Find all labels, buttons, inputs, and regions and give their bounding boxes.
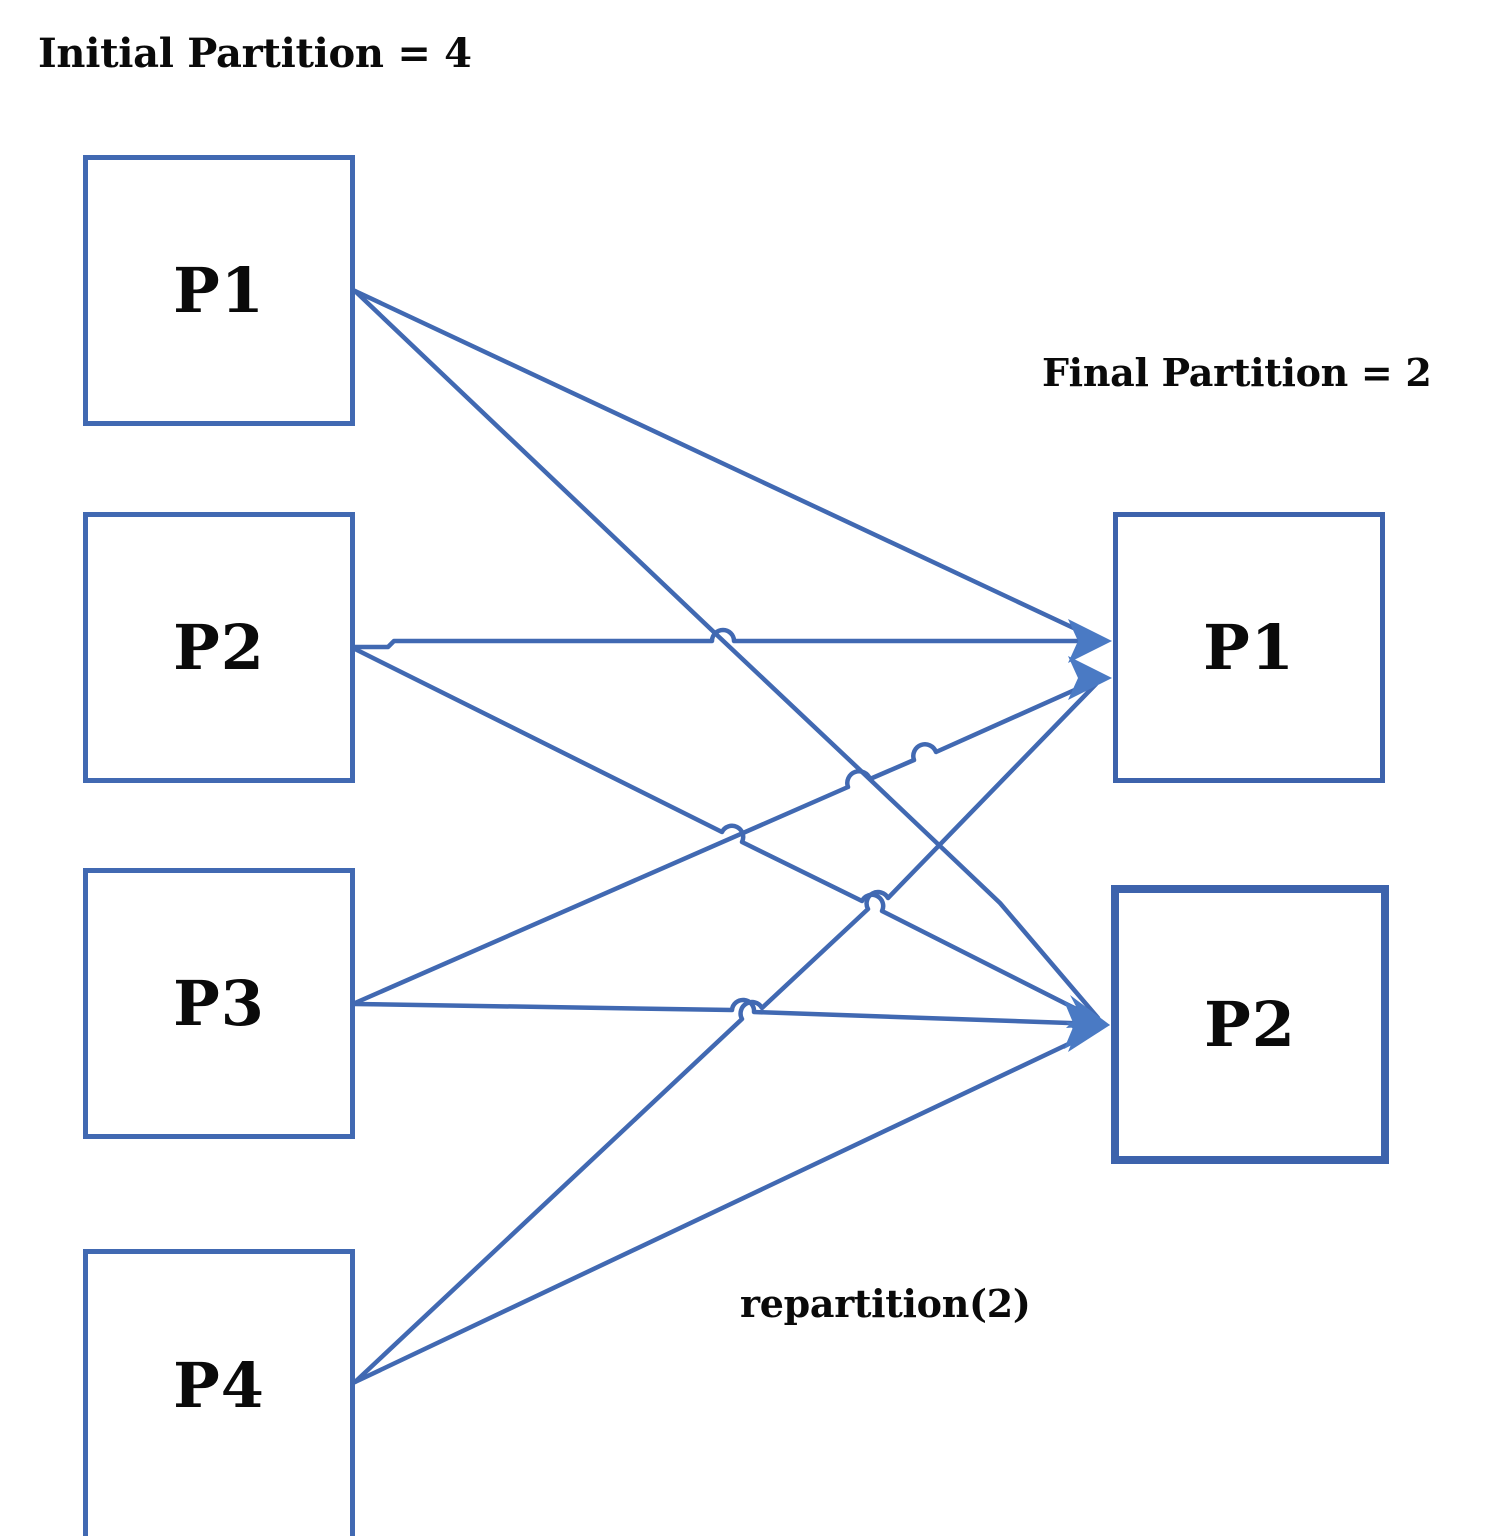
arrowhead-into-dst-p1-upper <box>1068 619 1112 663</box>
repartition-operation-label: repartition(2) <box>740 1281 1031 1326</box>
source-partition-label-p2: P2 <box>173 610 265 684</box>
arrowhead-into-dst-p2-c <box>1066 1022 1110 1052</box>
source-partition-box-p4[interactable]: P4 <box>83 1249 355 1536</box>
initial-partition-label: Initial Partition = 4 <box>38 30 472 77</box>
arrowhead-into-dst-p1-lower <box>1068 656 1112 700</box>
arrowhead-into-dst-p2-b <box>1066 995 1110 1028</box>
source-partition-label-p4: P4 <box>173 1349 265 1422</box>
source-partition-box-p1[interactable]: P1 <box>83 155 355 426</box>
target-partition-box-p2[interactable]: P2 <box>1111 885 1389 1164</box>
source-partition-box-p2[interactable]: P2 <box>83 512 355 783</box>
edge-p4-to-p2 <box>352 1027 1101 1385</box>
target-partition-label-p1: P1 <box>1203 610 1295 684</box>
arrowhead-into-dst-p2-a <box>1064 1001 1110 1049</box>
target-partition-label-p2: P2 <box>1204 987 1296 1061</box>
edge-p2-to-p1 <box>352 627 1098 650</box>
edge-p2-to-p2 <box>352 646 1101 1023</box>
source-partition-label-p3: P3 <box>173 966 265 1040</box>
edge-p3-to-p2 <box>352 997 1101 1027</box>
source-partition-box-p3[interactable]: P3 <box>83 868 355 1139</box>
edge-p1-to-p1 <box>352 288 1098 641</box>
target-partition-box-p1[interactable]: P1 <box>1113 512 1385 783</box>
edge-p1-to-p2 <box>352 288 1101 1021</box>
source-partition-label-p1: P1 <box>173 253 265 327</box>
final-partition-label: Final Partition = 2 <box>1042 350 1432 395</box>
edge-p4-to-p1 <box>352 681 1099 1385</box>
edge-p3-to-p1 <box>352 677 1100 1006</box>
